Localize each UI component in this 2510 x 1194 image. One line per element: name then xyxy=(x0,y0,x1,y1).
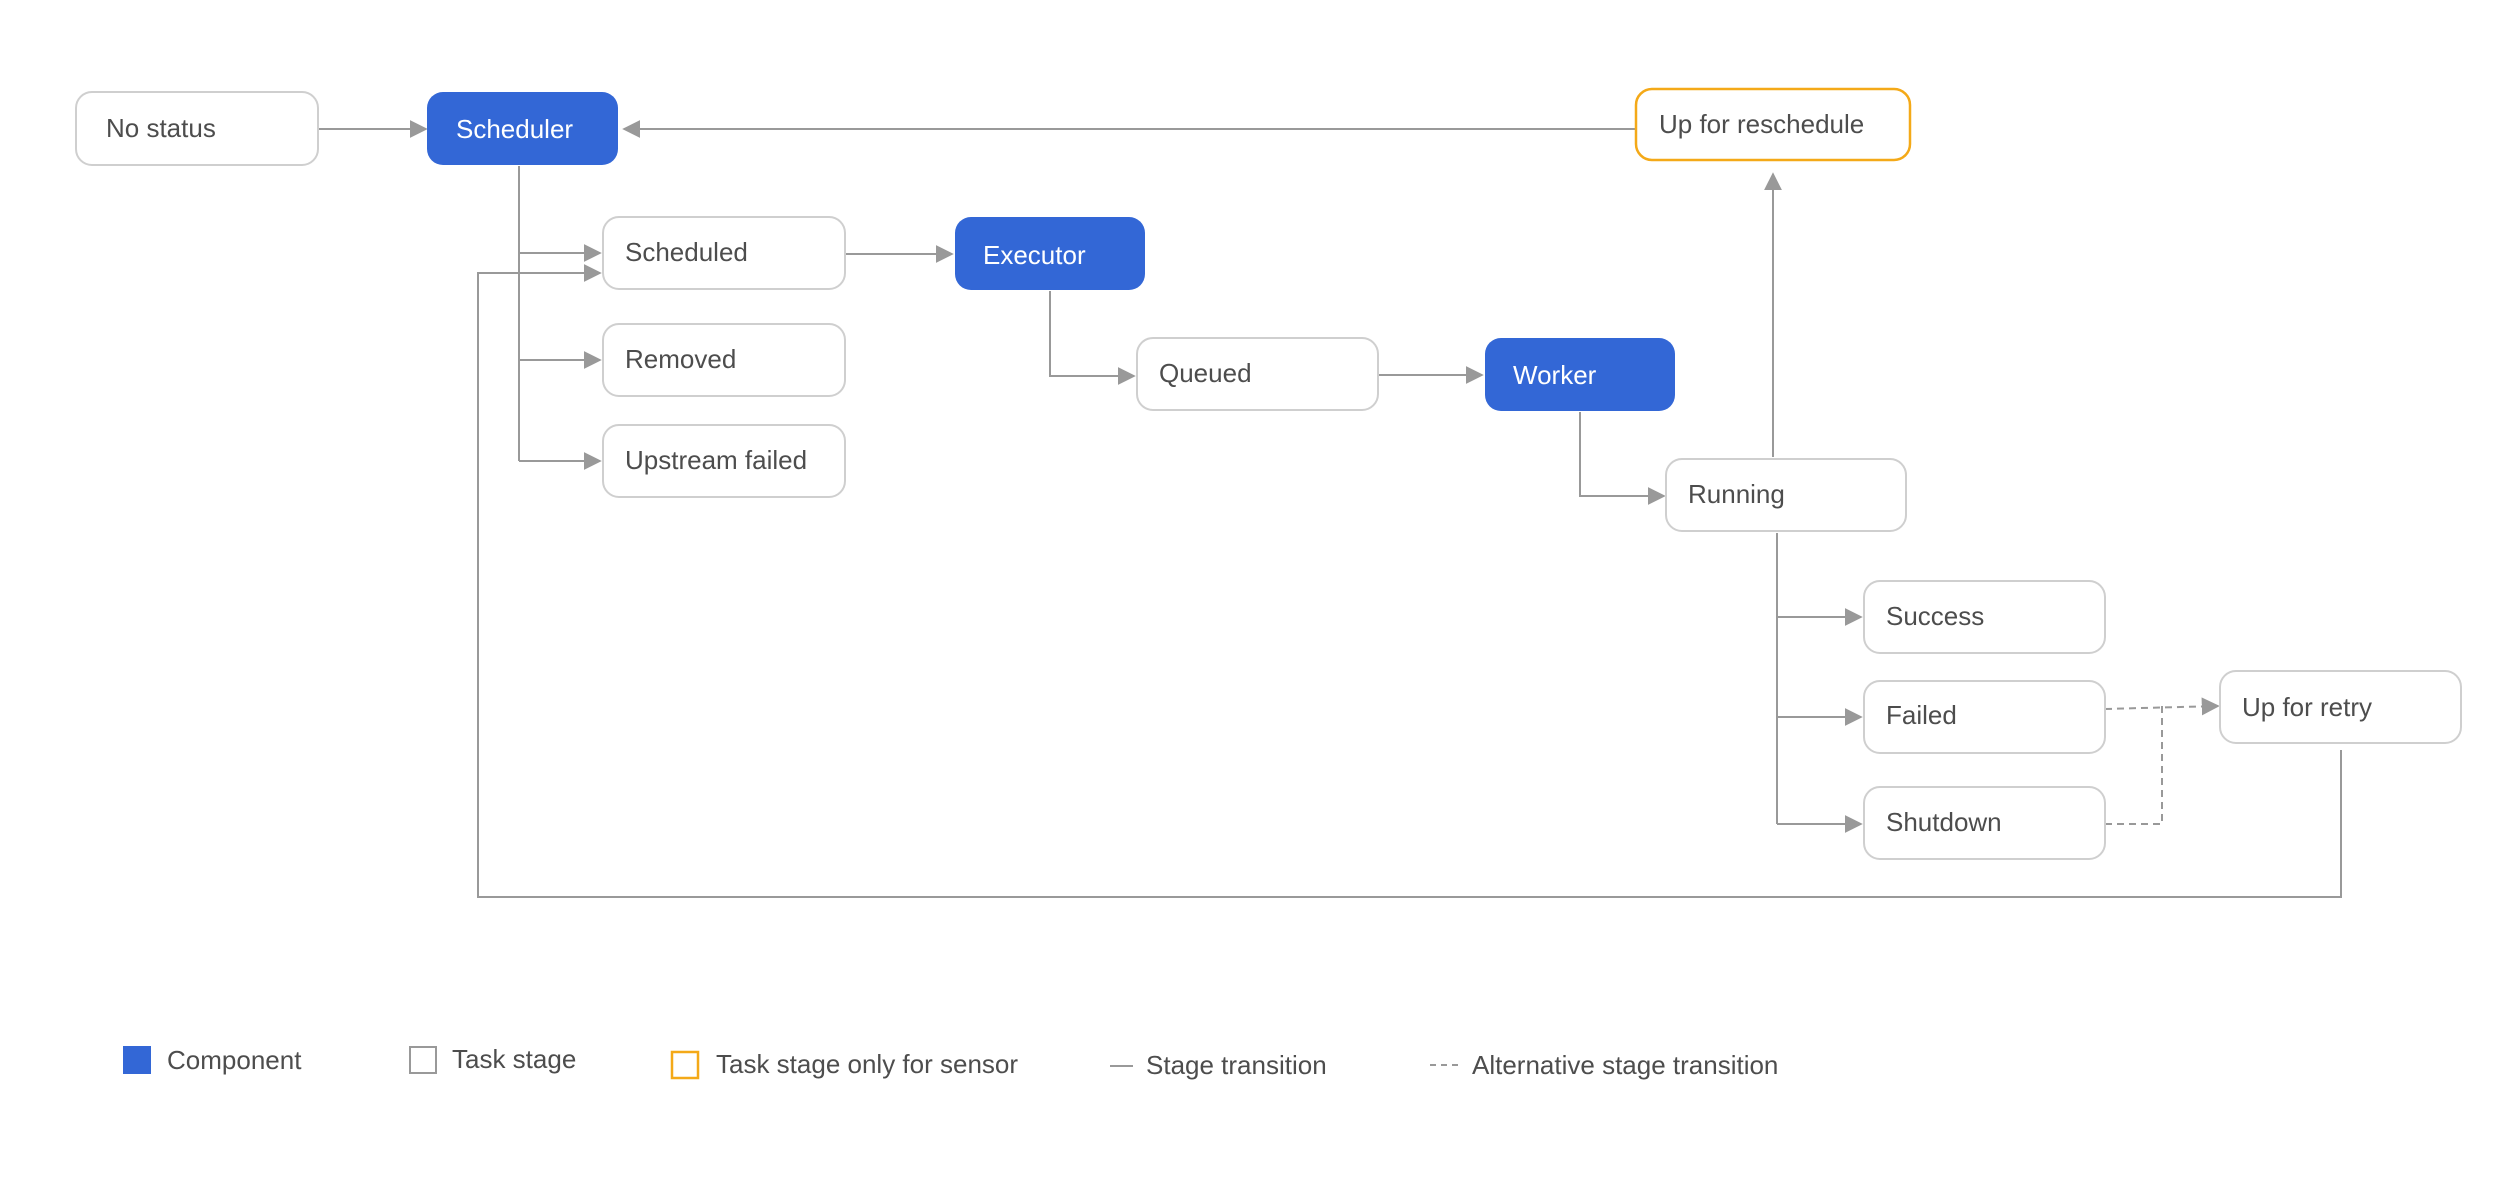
node-up-for-reschedule-label: Up for reschedule xyxy=(1659,109,1864,139)
node-shutdown: Shutdown xyxy=(1863,786,2106,860)
edge-executor-to-queued xyxy=(1049,291,1136,385)
edge-shutdown-to-up-for-retry xyxy=(2105,706,2163,825)
node-removed: Removed xyxy=(602,323,846,397)
node-worker: Worker xyxy=(1485,338,1675,411)
node-no-status-label: No status xyxy=(106,113,216,143)
node-failed-label: Failed xyxy=(1886,700,1957,730)
legend-task-stage-label: Task stage xyxy=(452,1044,576,1074)
node-upstream-failed: Upstream failed xyxy=(602,424,846,498)
node-success-label: Success xyxy=(1886,601,1984,631)
node-up-for-retry: Up for retry xyxy=(2219,670,2462,744)
node-up-for-reschedule: Up for reschedule xyxy=(1634,87,1912,162)
legend-component-label: Component xyxy=(167,1045,302,1075)
node-removed-label: Removed xyxy=(625,344,736,374)
node-shutdown-label: Shutdown xyxy=(1886,807,2002,837)
node-success: Success xyxy=(1863,580,2106,654)
edge-worker-to-running xyxy=(1579,412,1666,505)
legend-sensor-stage-swatch xyxy=(670,1050,700,1080)
nodes: No status Scheduler Up for reschedule Sc… xyxy=(75,87,2462,860)
node-scheduled: Scheduled xyxy=(602,216,846,290)
node-failed: Failed xyxy=(1863,680,2106,754)
edges xyxy=(318,120,2342,898)
legend-task-stage-swatch xyxy=(409,1046,437,1074)
node-scheduler: Scheduler xyxy=(427,92,618,165)
node-scheduler-label: Scheduler xyxy=(456,114,573,144)
edge-retry-to-scheduled xyxy=(477,264,2342,898)
node-executor-label: Executor xyxy=(983,240,1086,270)
legend-sensor-stage-label: Task stage only for sensor xyxy=(716,1049,1018,1079)
node-upstream-failed-label: Upstream failed xyxy=(625,445,807,475)
legend: Component Task stage Task stage only for… xyxy=(123,1044,1778,1080)
edge-failed-to-up-for-retry xyxy=(2104,697,2220,716)
node-queued: Queued xyxy=(1136,337,1379,411)
legend-stage-transition-label: Stage transition xyxy=(1146,1050,1327,1080)
legend-component-swatch xyxy=(123,1046,151,1074)
node-queued-label: Queued xyxy=(1159,358,1252,388)
node-executor: Executor xyxy=(955,217,1145,290)
node-running-label: Running xyxy=(1688,479,1785,509)
node-running: Running xyxy=(1665,458,1907,532)
alternative-edges xyxy=(2104,697,2220,825)
node-no-status: No status xyxy=(75,91,319,166)
node-up-for-retry-label: Up for retry xyxy=(2242,692,2372,722)
node-scheduled-label: Scheduled xyxy=(625,237,748,267)
node-worker-label: Worker xyxy=(1513,360,1597,390)
legend-alternative-transition-label: Alternative stage transition xyxy=(1472,1050,1778,1080)
